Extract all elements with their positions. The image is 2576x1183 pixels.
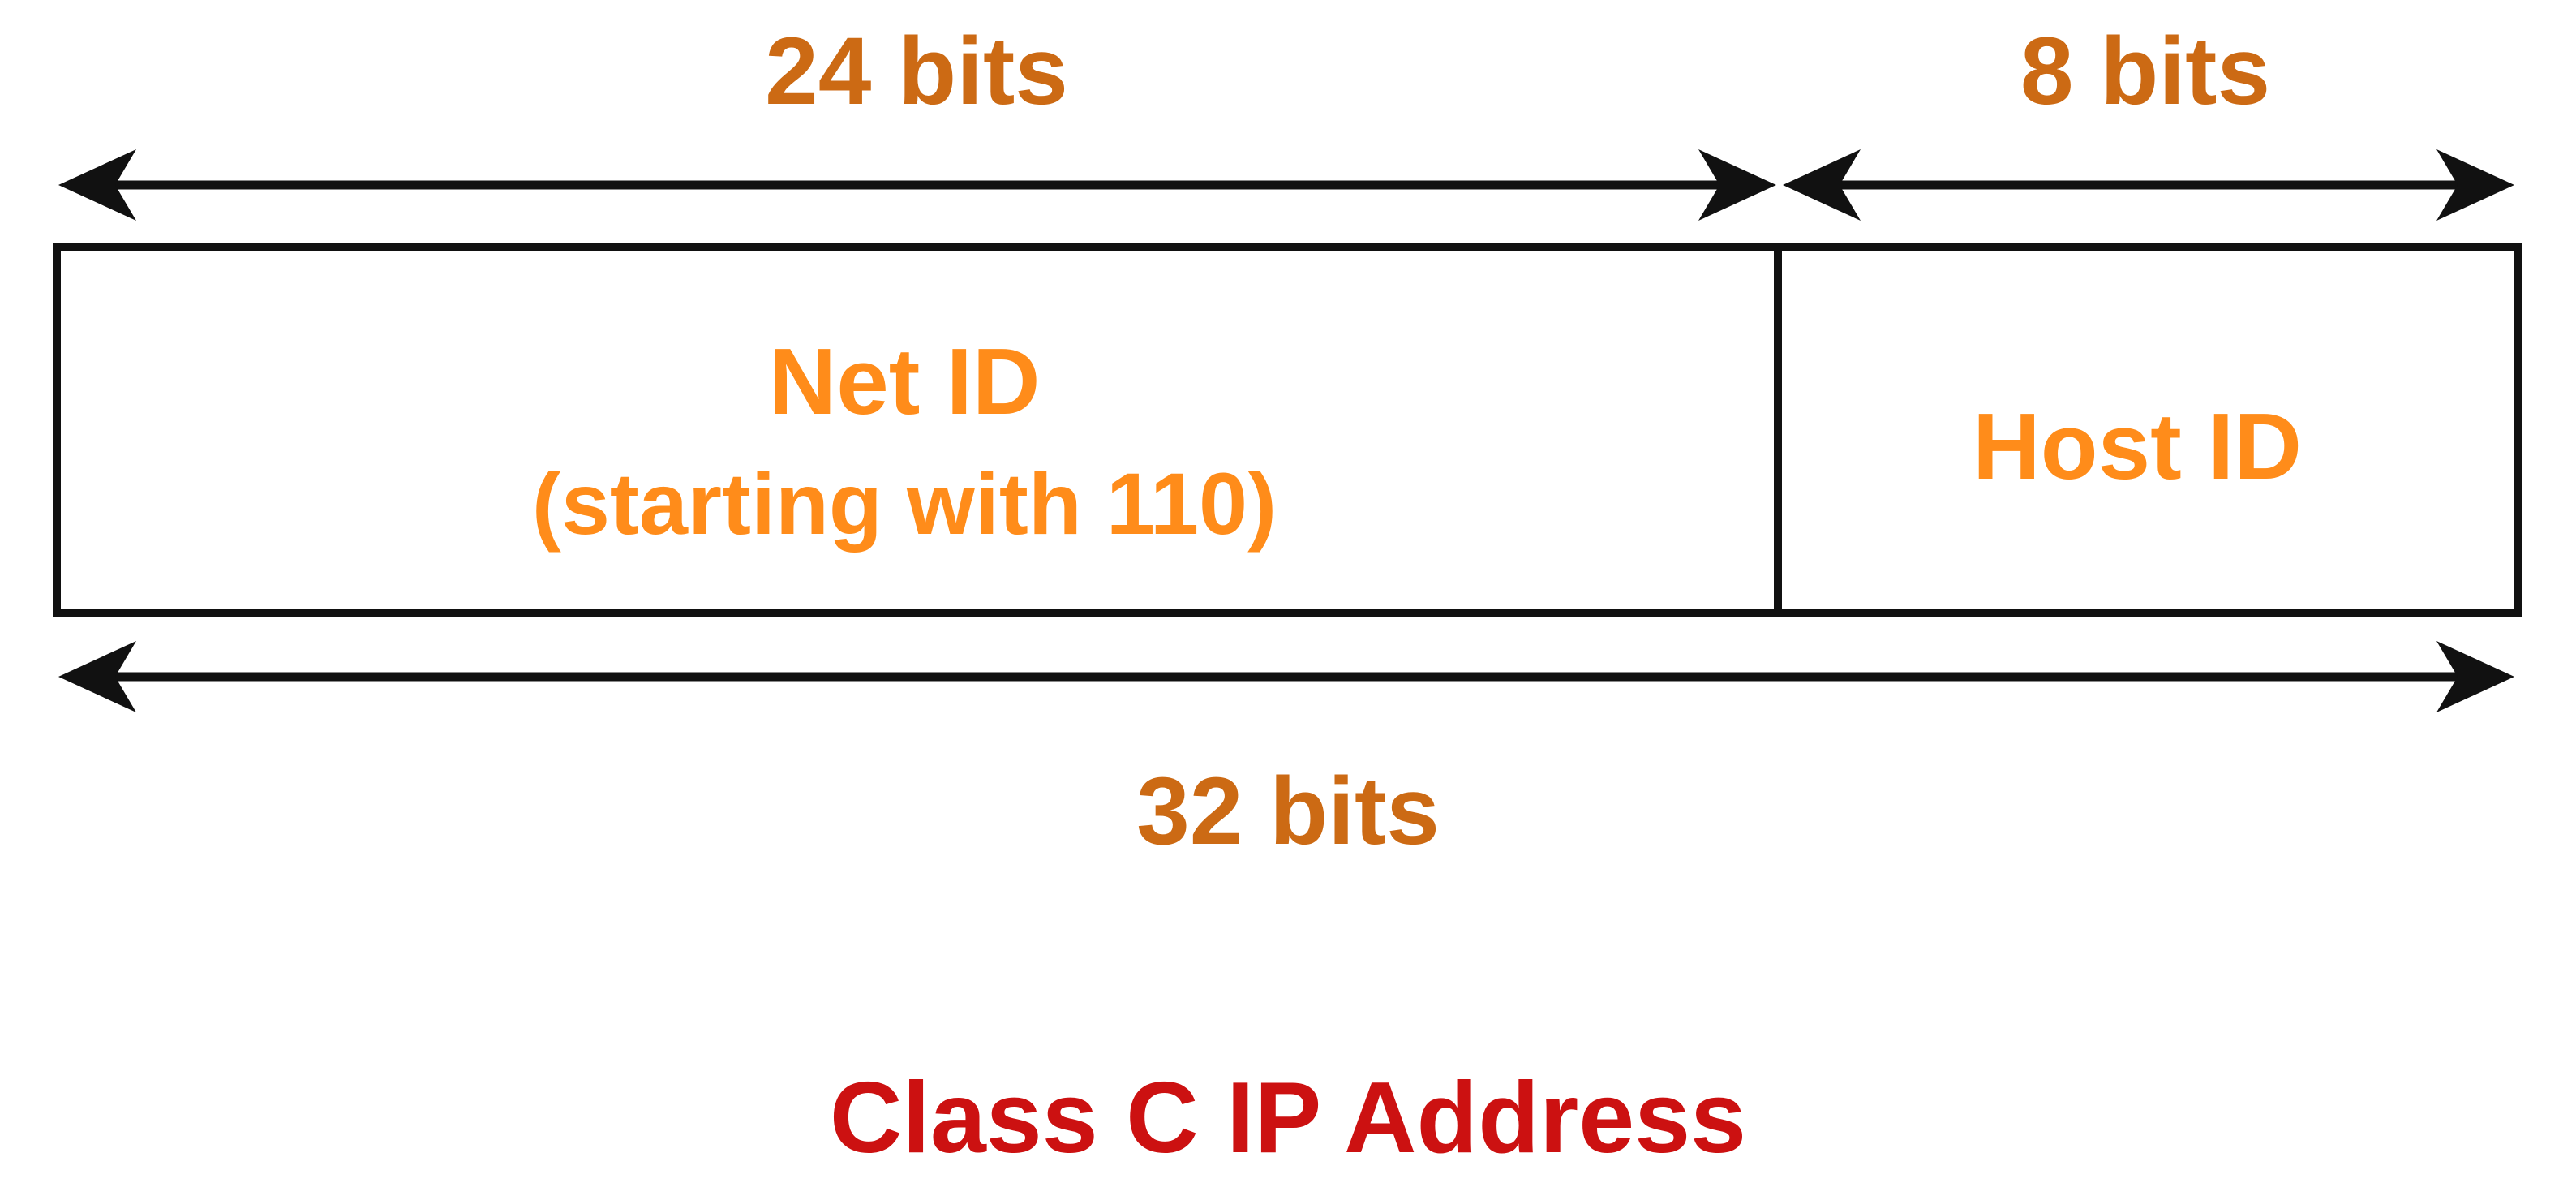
total-bits-label: 32 bits: [1136, 758, 1440, 865]
host-bits-arrow: [1783, 149, 2514, 221]
arrowhead-right-icon: [1698, 149, 1776, 221]
host-bits-label: 8 bits: [2020, 18, 2270, 125]
net-bits-arrow: [58, 149, 1776, 221]
arrowhead-left-icon: [58, 641, 136, 712]
arrowhead-left-icon: [58, 149, 136, 221]
arrowhead-left-icon: [1783, 149, 1861, 221]
net-id-note: (starting with 110): [532, 454, 1277, 553]
net-id-field: [53, 243, 1782, 617]
arrowhead-right-icon: [2436, 149, 2514, 221]
total-bits-arrow: [58, 641, 2514, 712]
host-id-field: [1774, 243, 2522, 617]
diagram-caption: Class C IP Address: [830, 1062, 1746, 1174]
address-box: [53, 243, 2522, 617]
net-id-label: Net ID: [768, 329, 1040, 434]
host-id-label: Host ID: [1973, 394, 2302, 499]
net-bits-label: 24 bits: [765, 18, 1068, 125]
arrowhead-right-icon: [2436, 641, 2514, 712]
